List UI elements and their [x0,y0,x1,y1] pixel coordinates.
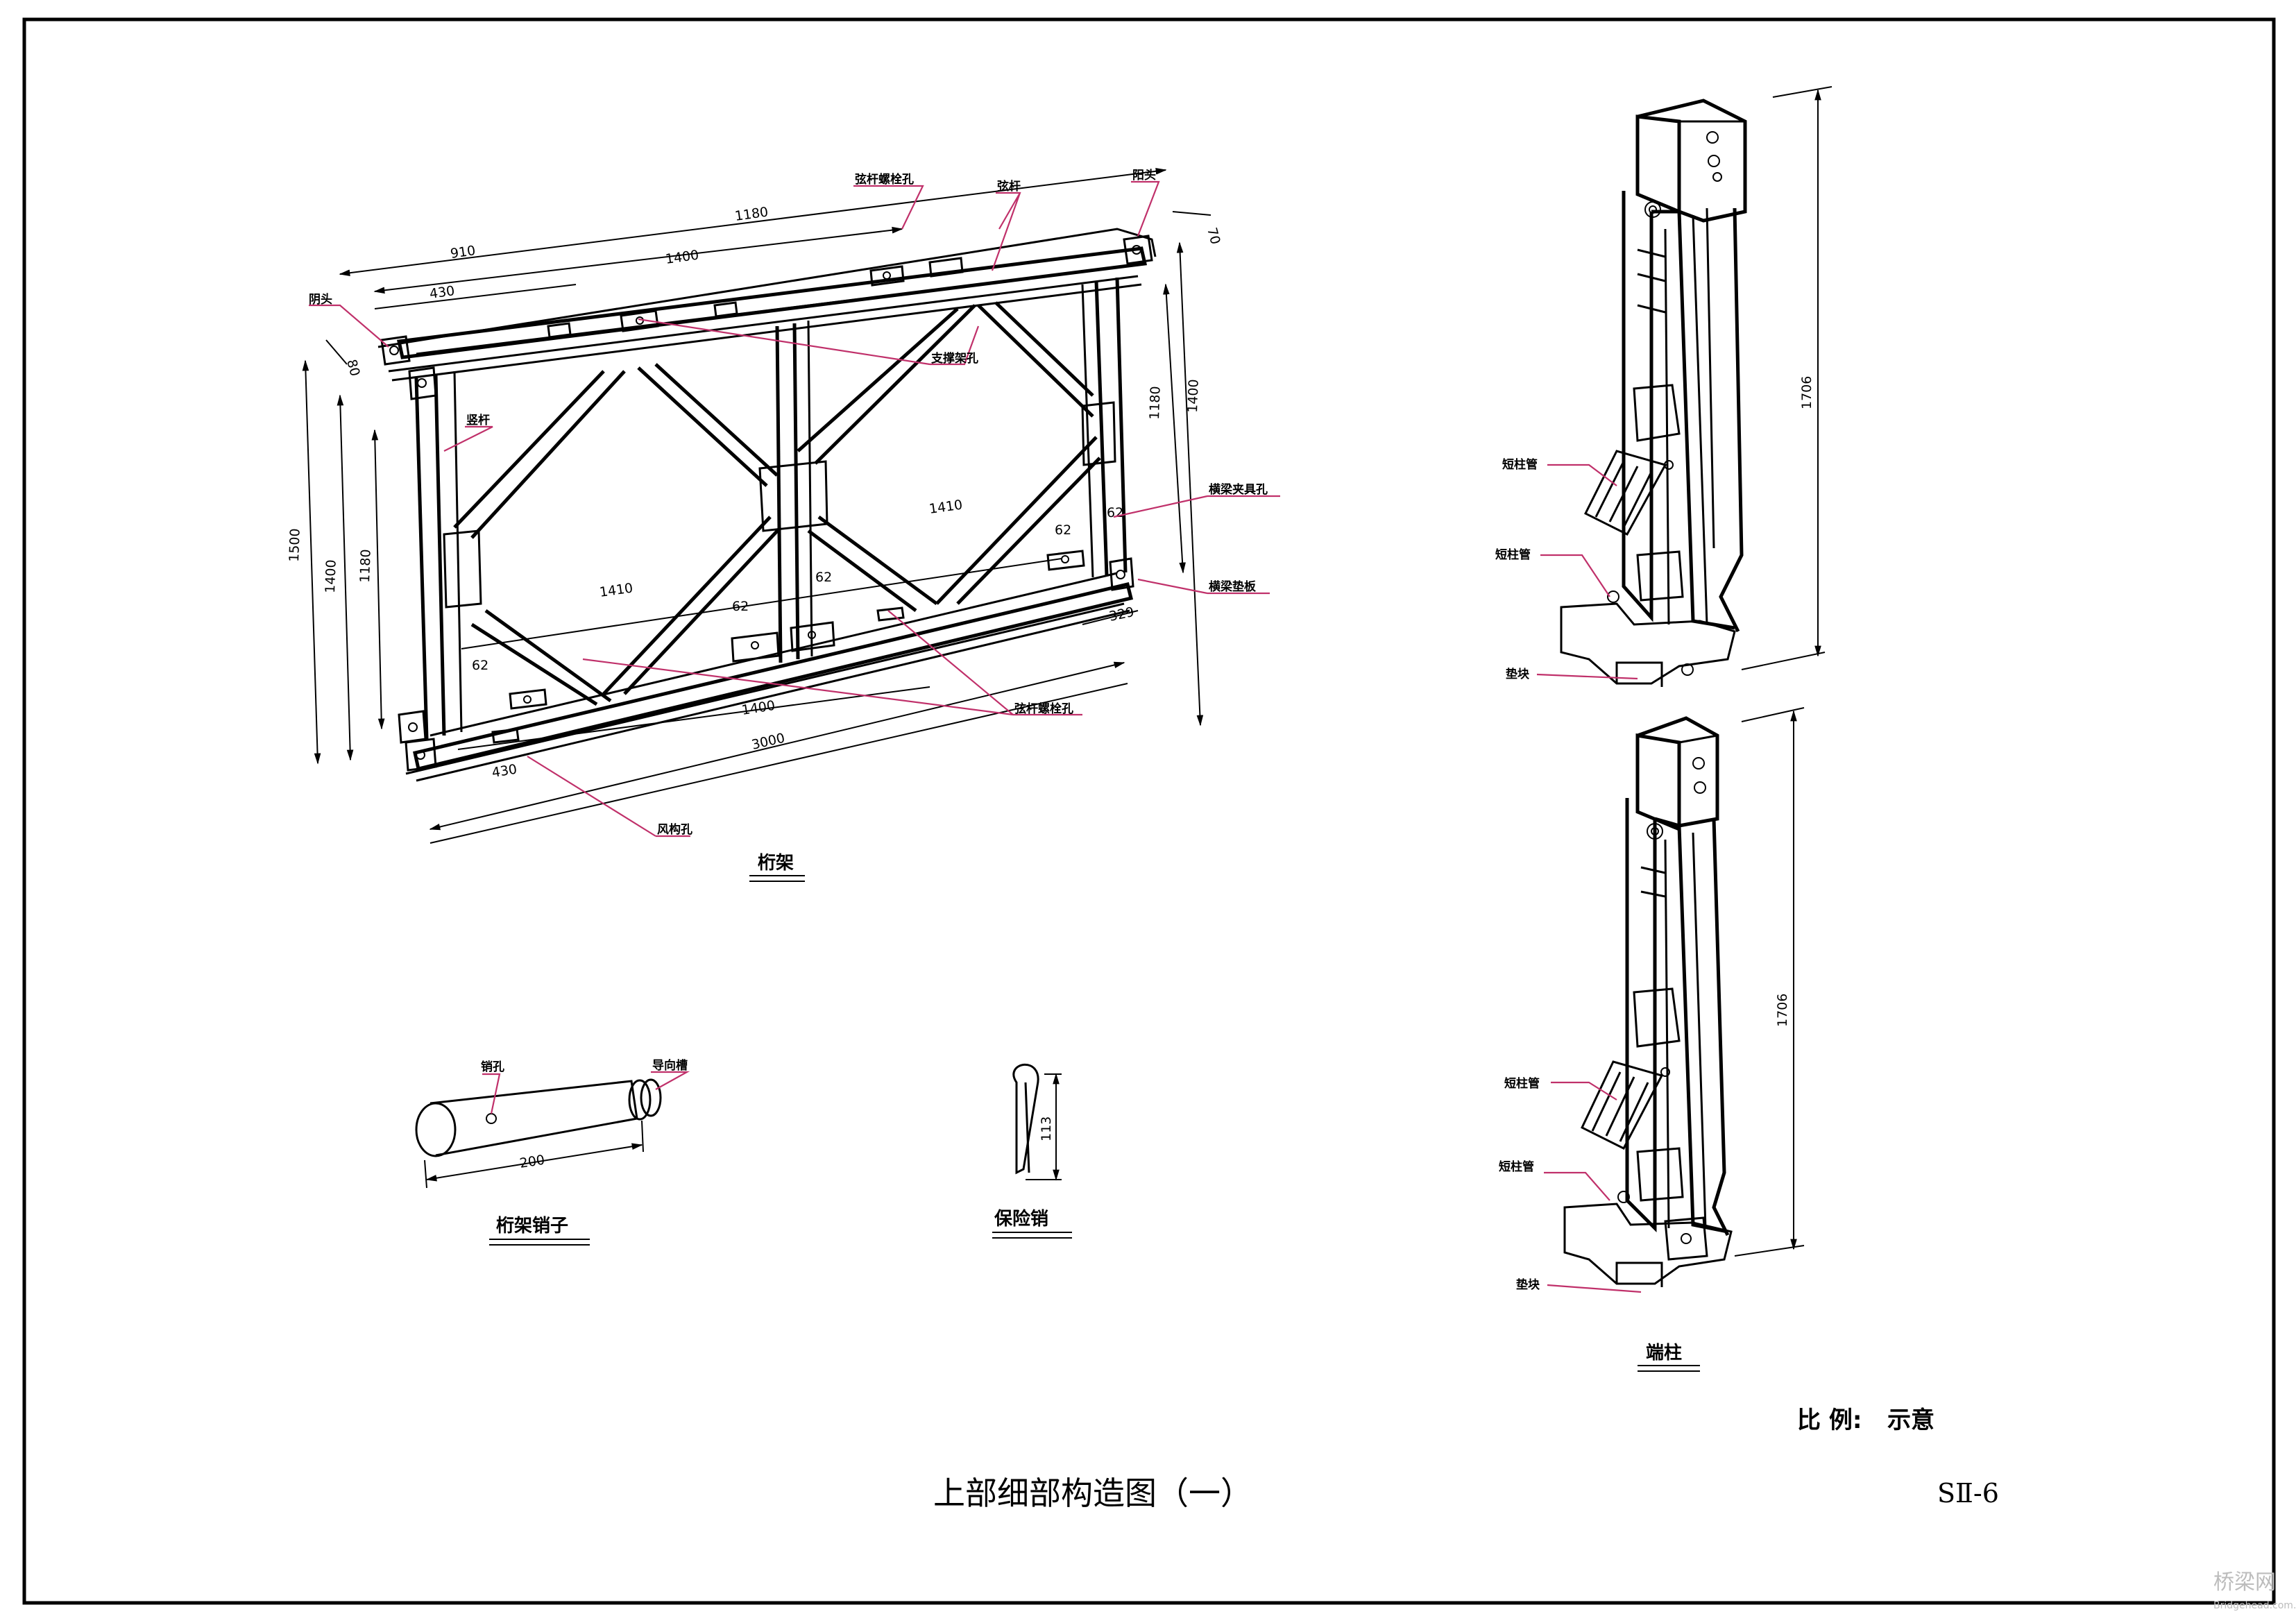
label-vertical: 竖杆 [466,414,490,427]
watermark-url: Bridgehead.com.cn [2213,1600,2296,1611]
clip-dim: 113 [1039,1116,1054,1141]
dim-top-70: 70 [1204,226,1223,246]
dim-h-1500: 1500 [287,528,303,562]
truss-dimension-text: 1180 910 1400 430 70 80 1500 1400 1180 1… [287,204,1223,781]
post-bottom-label-c: 垫块 [1516,1277,1540,1292]
truss-pin [415,1071,690,1189]
post-bottom-label-a: 短柱管 [1504,1076,1540,1091]
dim-diag-1410-a: 1410 [928,497,964,517]
pin-caption: 桁架销子 [496,1216,568,1237]
label-female-joint: 阴头 [309,293,332,307]
truss-callouts: 阴头 阳头 弦杆螺栓孔 弦杆 支撑架孔 竖杆 横梁夹具孔 横梁垫板 弦杆螺栓孔 … [309,169,1280,838]
truss-dimensions [302,168,1211,844]
dim-62-d: 62 [472,658,488,673]
dim-left-80: 80 [343,358,363,378]
dim-r-1400: 1400 [1185,379,1202,413]
dim-bot-3000: 3000 [750,731,786,753]
truss-caption: 桁架 [758,853,794,874]
post-bottom-label-b: 短柱管 [1499,1159,1534,1174]
end-post-bottom [1544,707,1805,1293]
dim-top-1400: 1400 [665,247,700,267]
label-chord-top: 弦杆 [997,179,1021,194]
post-top-label-a: 短柱管 [1502,457,1538,472]
dim-h-1400: 1400 [323,559,339,593]
dim-top-910: 910 [450,243,477,262]
post-caption: 端柱 [1646,1343,1682,1363]
truss-panel [377,228,1157,782]
post-bottom-dim: 1706 [1775,994,1790,1027]
dim-bot-1400: 1400 [740,698,776,718]
dim-diag-1410-b: 1410 [599,580,634,600]
dim-top-430: 430 [429,283,456,302]
end-post-top [1536,86,1832,687]
dim-bot-430: 430 [491,762,518,781]
pin-label-groove: 导向槽 [652,1058,688,1073]
dim-62-e: 62 [1107,505,1123,520]
safety-clip [1012,1063,1062,1181]
dim-62-a: 62 [1055,522,1071,538]
label-clamp-hole: 横梁夹具孔 [1209,482,1268,497]
scale-label: 比 例: [1797,1407,1862,1434]
sheet-border [22,17,2276,1605]
label-beam-pad: 横梁垫板 [1209,579,1257,594]
dim-62-c: 62 [732,599,749,614]
post-top-dim: 1706 [1799,376,1814,409]
post-top-label-c: 垫块 [1506,667,1530,681]
label-stringer-bolt-holes-bottom: 弦杆螺栓孔 [1014,702,1073,716]
watermark: 桥梁网 [2213,1570,2276,1595]
sheet-title: 上部细部构造图（一） [933,1475,1252,1512]
label-wind-brace-hole: 风构孔 [657,822,692,837]
dim-r-1180: 1180 [1147,386,1164,420]
pin-label-hole: 销孔 [481,1060,504,1074]
label-bracing-bolt-holes: 支撑架孔 [931,351,978,366]
drawing-number: SⅡ-6 [1937,1478,1999,1509]
pin-dim: 200 [518,1153,545,1171]
dim-62-b: 62 [815,570,832,585]
dim-h-1180: 1180 [357,549,374,583]
scale-value: 示意 [1887,1407,1934,1434]
clip-caption: 保险销 [994,1208,1048,1230]
label-male-joint: 阳头 [1132,169,1156,182]
post-top-label-b: 短柱管 [1495,547,1531,562]
label-stringer-bolt-holes-top: 弦杆螺栓孔 [855,172,914,187]
